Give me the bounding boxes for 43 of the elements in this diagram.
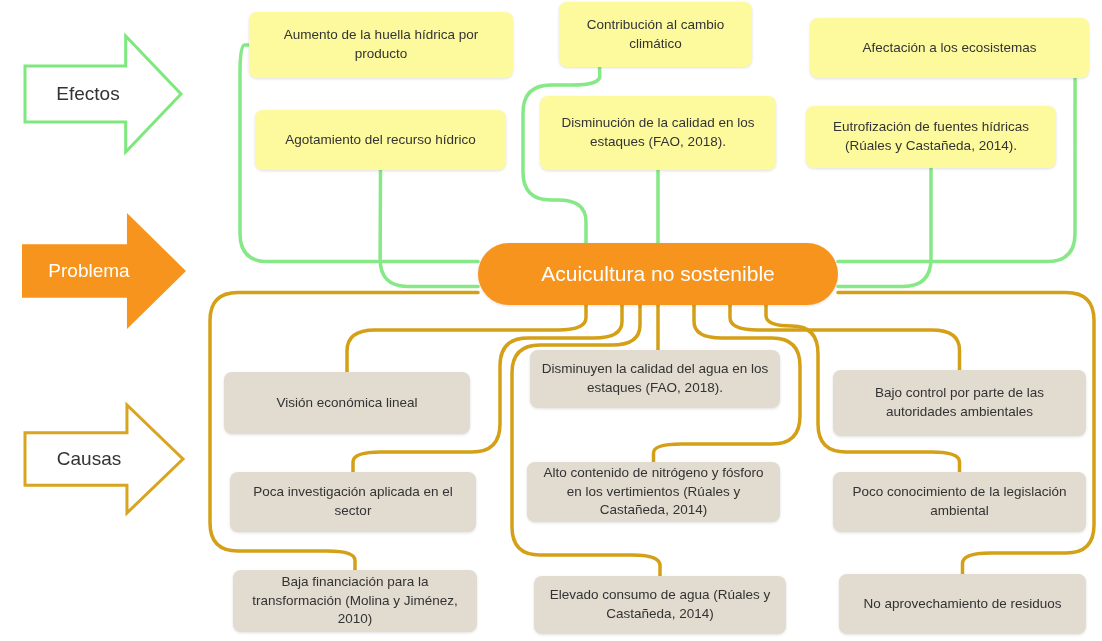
box-label: Agotamiento del recurso hídrico bbox=[285, 130, 476, 149]
connector-line bbox=[728, 303, 962, 372]
box-label: Aumento de la huella hídrica por producto bbox=[282, 26, 480, 63]
connector-line bbox=[238, 43, 480, 264]
effect-box bbox=[249, 12, 513, 78]
connector-line bbox=[345, 303, 588, 374]
cause-box bbox=[527, 462, 780, 522]
box-label: No aprovechamiento de residuos bbox=[863, 594, 1062, 613]
effect-box bbox=[806, 106, 1056, 168]
box-label: Elevado consumo de agua (Rúales y Castañeda, 2014) bbox=[548, 586, 772, 623]
box-label: Contribución al cambio climático bbox=[585, 15, 726, 53]
cause-box bbox=[530, 350, 780, 408]
arrow-label: Problema bbox=[48, 258, 130, 283]
connector-line bbox=[836, 76, 1077, 264]
connector-line bbox=[836, 166, 933, 289]
cause-box bbox=[230, 472, 476, 532]
connector-line bbox=[656, 168, 660, 245]
box-label: Disminuyen la calidad del agua en los estaques (FAO, 2018). bbox=[540, 360, 770, 397]
arrow-label: Causas bbox=[56, 446, 122, 471]
cause-box bbox=[534, 576, 786, 634]
box-label: Alto contenido de nitrógeno y fósforo en los vertimientos (Rúales y Castañeda, 2014) bbox=[542, 463, 765, 520]
cause-box bbox=[233, 570, 477, 632]
connector-line bbox=[656, 303, 660, 352]
cause-box bbox=[839, 574, 1086, 634]
effect-box bbox=[540, 96, 776, 170]
box-label: Afectación a los ecosistemas bbox=[862, 38, 1037, 57]
problem-pill bbox=[478, 243, 838, 305]
box-label: Poco conocimiento de la legislación ambiental bbox=[851, 483, 1068, 520]
arrow-label: Efectos bbox=[56, 81, 120, 106]
box-label: Disminución de la calidad en los estaques (FAO, 2018). bbox=[560, 114, 756, 151]
connector-line bbox=[378, 168, 480, 289]
cause-box bbox=[833, 370, 1086, 436]
box-label: Bajo control por parte de las autoridades ambientales bbox=[874, 384, 1045, 421]
cause-box bbox=[833, 472, 1086, 532]
box-label: Visión económica lineal bbox=[276, 393, 418, 412]
box-label: Baja financiación para la transformación (Molina y Jiménez, 2010) bbox=[251, 572, 459, 629]
box-label: Poca investigación aplicada en el sector bbox=[252, 483, 454, 520]
effect-box bbox=[810, 18, 1089, 78]
box-label: Eutrofización de fuentes hídricas (Rúales y Castañeda, 2014). bbox=[832, 118, 1030, 155]
effect-box bbox=[255, 110, 506, 170]
box-label: Acuicultura no sostenible bbox=[541, 261, 775, 288]
cause-box bbox=[224, 372, 470, 434]
effect-box bbox=[559, 2, 752, 67]
